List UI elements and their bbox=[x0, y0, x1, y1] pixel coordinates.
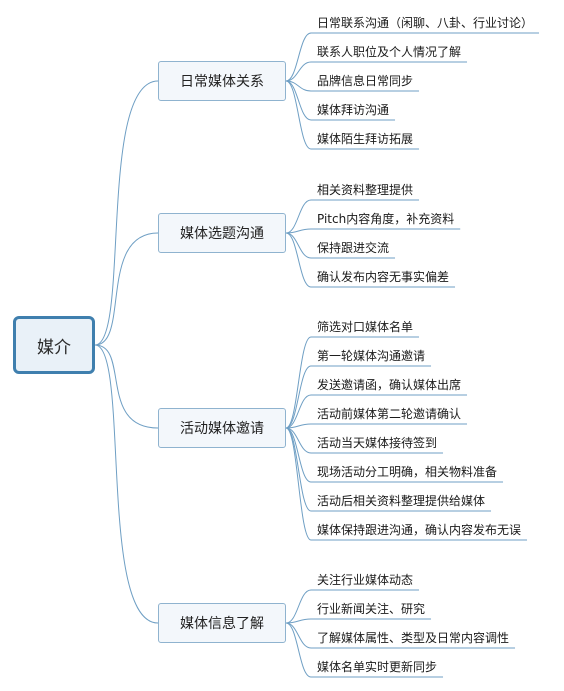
leaf-item[interactable]: 品牌信息日常同步 bbox=[317, 74, 414, 88]
leaf-item[interactable]: 筛选对口媒体名单 bbox=[317, 320, 414, 334]
leaf-item[interactable]: 保持跟进交流 bbox=[317, 241, 390, 255]
branch-node-daily-media-relations[interactable]: 日常媒体关系 bbox=[158, 61, 286, 101]
leaf-item[interactable]: 活动当天媒体接待签到 bbox=[317, 436, 438, 450]
leaf-item[interactable]: Pitch内容角度，补充资料 bbox=[317, 212, 455, 226]
leaf-item[interactable]: 活动前媒体第二轮邀请确认 bbox=[317, 407, 462, 421]
branch-label: 日常媒体关系 bbox=[180, 74, 264, 90]
branch-leaf-connector bbox=[285, 336, 312, 429]
leaf-item[interactable]: 关注行业媒体动态 bbox=[317, 573, 414, 587]
branch-leaf-connector bbox=[285, 232, 312, 259]
root-node[interactable]: 媒介 bbox=[13, 316, 95, 374]
root-node-label: 媒介 bbox=[37, 337, 71, 358]
branch-leaf-connector bbox=[285, 622, 312, 649]
branch-leaf-connector bbox=[285, 32, 312, 82]
branch-leaf-connector bbox=[285, 199, 312, 234]
branch-label: 媒体选题沟通 bbox=[180, 226, 264, 242]
branch-leaf-connector bbox=[285, 618, 312, 624]
branch-node-event-media-invitation[interactable]: 活动媒体邀请 bbox=[158, 408, 286, 448]
branch-leaf-connector bbox=[285, 423, 312, 429]
leaf-item[interactable]: 日常联系沟通（闲聊、八卦、行业讨论） bbox=[317, 16, 534, 30]
branch-leaf-connector bbox=[285, 589, 312, 624]
branch-leaf-connector bbox=[285, 622, 312, 678]
branch-leaf-connector bbox=[285, 427, 312, 483]
branch-leaf-connector bbox=[285, 61, 312, 82]
leaf-item[interactable]: 行业新闻关注、研究 bbox=[317, 602, 426, 616]
branch-leaf-connector bbox=[285, 365, 312, 429]
branch-leaf-connector bbox=[285, 232, 312, 288]
leaf-item[interactable]: 媒体拜访沟通 bbox=[317, 103, 390, 117]
leaf-item[interactable]: 活动后相关资料整理提供给媒体 bbox=[317, 494, 486, 508]
branch-leaf-connector bbox=[285, 80, 312, 150]
leaf-item[interactable]: 现场活动分工明确，相关物料准备 bbox=[317, 465, 498, 479]
leaf-item[interactable]: 第一轮媒体沟通邀请 bbox=[317, 349, 426, 363]
root-branch-connector bbox=[94, 344, 159, 624]
branch-leaf-connector bbox=[285, 427, 312, 541]
leaf-item[interactable]: 媒体陌生拜访拓展 bbox=[317, 132, 414, 146]
branch-leaf-connector bbox=[285, 394, 312, 429]
branch-label: 活动媒体邀请 bbox=[180, 421, 264, 437]
leaf-item[interactable]: 了解媒体属性、类型及日常内容调性 bbox=[317, 631, 510, 645]
leaf-item[interactable]: 相关资料整理提供 bbox=[317, 183, 414, 197]
leaf-item[interactable]: 联系人职位及个人情况了解 bbox=[317, 45, 462, 59]
branch-leaf-connector bbox=[285, 228, 312, 234]
branch-node-media-topic-communication[interactable]: 媒体选题沟通 bbox=[158, 213, 286, 253]
branch-label: 媒体信息了解 bbox=[180, 616, 264, 632]
leaf-item[interactable]: 发送邀请函，确认媒体出席 bbox=[317, 378, 462, 392]
leaf-item[interactable]: 媒体保持跟进沟通，确认内容发布无误 bbox=[317, 523, 522, 537]
branch-node-media-info-research[interactable]: 媒体信息了解 bbox=[158, 603, 286, 643]
root-branch-connector bbox=[94, 344, 159, 429]
leaf-item[interactable]: 媒体名单实时更新同步 bbox=[317, 660, 438, 674]
root-branch-connector bbox=[94, 232, 159, 346]
leaf-item[interactable]: 确认发布内容无事实偏差 bbox=[317, 270, 450, 284]
root-branch-connector bbox=[94, 80, 159, 346]
